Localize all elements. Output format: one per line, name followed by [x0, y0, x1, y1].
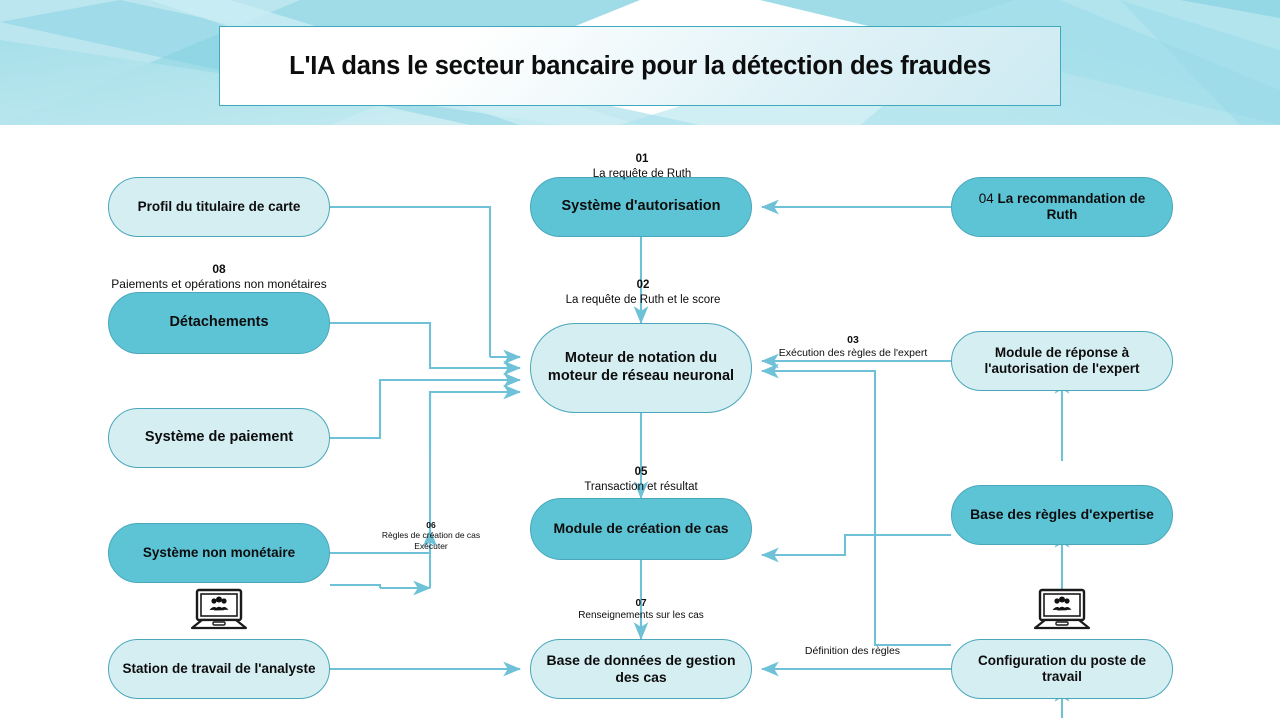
laptop-users-icon: [1033, 588, 1091, 632]
node-label: Détachements: [169, 314, 269, 331]
node-detachements[interactable]: Détachements: [108, 292, 330, 354]
node-moteur-de-notation[interactable]: Moteur de notation du moteur de réseau n…: [530, 323, 752, 413]
edge-label-text: La requête de Ruth et le score: [565, 293, 721, 306]
node-station-de-travail-de-lanalyste[interactable]: Station de travail de l'analyste: [108, 639, 330, 699]
edge-label-text: Paiements et opérations non monétaires: [111, 277, 327, 291]
edge-label-01: 01 La requête de Ruth: [522, 138, 762, 181]
edge-nonmonetaire-to-moteur: [330, 384, 522, 555]
edge-label-number: 06: [426, 519, 436, 530]
node-profil-du-titulaire-de-carte[interactable]: Profil du titulaire de carte: [108, 177, 330, 237]
node-label: Module de création de cas: [553, 520, 729, 537]
edge-label-text: Définition des règles: [804, 645, 901, 658]
node-label: Système d'autorisation: [561, 198, 721, 215]
node-number: 04: [978, 190, 994, 206]
node-label: Station de travail de l'analyste: [122, 660, 316, 676]
node-systeme-dautorisation[interactable]: Système d'autorisation: [530, 177, 752, 237]
edge-regles-to-creation: [760, 533, 951, 563]
edge-label-number: 02: [636, 279, 650, 292]
slide-title-box: L'IA dans le secteur bancaire pour la dé…: [219, 26, 1061, 106]
page-title: L'IA dans le secteur bancaire pour la dé…: [289, 51, 991, 80]
edge-label-number: 03: [847, 334, 859, 347]
edge-label-text: Renseignements sur les cas: [578, 610, 704, 621]
edge-label-02: 02 La requête de Ruth et le score: [518, 264, 768, 307]
node-module-de-reponse-autorisation-expert[interactable]: Module de réponse à l'autorisation de l'…: [951, 331, 1173, 391]
node-label: 04 La recommandation de Ruth: [964, 191, 1160, 224]
edge-label-text: La requête de Ruth: [592, 167, 692, 180]
node-label: Profil du titulaire de carte: [137, 198, 301, 214]
edge-profil-to-moteur: [330, 205, 492, 357]
edge-label-05: 05 Transaction et résultat: [530, 451, 752, 494]
node-label: Module de réponse à l'autorisation de l'…: [984, 344, 1140, 376]
edge-label-07: 07 Renseignements sur les cas: [530, 585, 752, 623]
node-configuration-du-poste-de-travail[interactable]: Configuration du poste de travail: [951, 639, 1173, 699]
node-systeme-non-monetaire[interactable]: Système non monétaire: [108, 523, 330, 583]
edge-label-text: Règles de création de cas Exécuter: [381, 530, 481, 551]
edge-detachements-to-moteur: [330, 321, 522, 376]
edge-label-text: Exécution des règles de l'expert: [778, 347, 928, 360]
node-label: Base des règles d'expertise: [970, 506, 1154, 523]
edge-label-definition-des-regles: Définition des règles: [770, 632, 935, 658]
node-label: Base de données de gestion des cas: [546, 651, 736, 685]
edge-label-03: 03 Exécution des règles de l'expert: [755, 321, 951, 360]
node-label: Système non monétaire: [142, 544, 296, 560]
edge-06-left-stub: [330, 583, 382, 588]
laptop-users-icon: [190, 588, 248, 632]
flowchart-diagram: Profil du titulaire de carte Détachement…: [0, 130, 1280, 720]
node-label: Configuration du poste de travail: [978, 652, 1146, 684]
edge-paiement-to-moteur: [330, 372, 522, 440]
node-la-recommandation-de-ruth[interactable]: 04 La recommandation de Ruth: [951, 177, 1173, 237]
edge-label-text: Transaction et résultat: [584, 480, 698, 493]
node-base-des-regles-dexpertise[interactable]: Base des règles d'expertise: [951, 485, 1173, 545]
edge-label-number: 08: [212, 262, 226, 276]
edge-label-number: 07: [635, 597, 647, 609]
edge-label-number: 05: [634, 466, 648, 479]
node-label-text: La recommandation de Ruth: [997, 190, 1146, 222]
node-label: Système de paiement: [144, 429, 294, 446]
edge-label-number: 01: [635, 153, 649, 166]
node-systeme-de-paiement[interactable]: Système de paiement: [108, 408, 330, 468]
edge-regles-to-creation-stub: [762, 515, 951, 529]
edge-regles-to-moteur: [760, 363, 951, 647]
node-module-de-creation-de-cas[interactable]: Module de création de cas: [530, 498, 752, 560]
node-label: Moteur de notation du moteur de réseau n…: [547, 350, 735, 384]
node-base-de-donnees-gestion-des-cas[interactable]: Base de données de gestion des cas: [530, 639, 752, 699]
edge-label-06: 06 Règles de création de cas Exécuter: [355, 509, 507, 552]
edge-label-08: 08 Paiements et opérations non monétaire…: [106, 247, 332, 292]
